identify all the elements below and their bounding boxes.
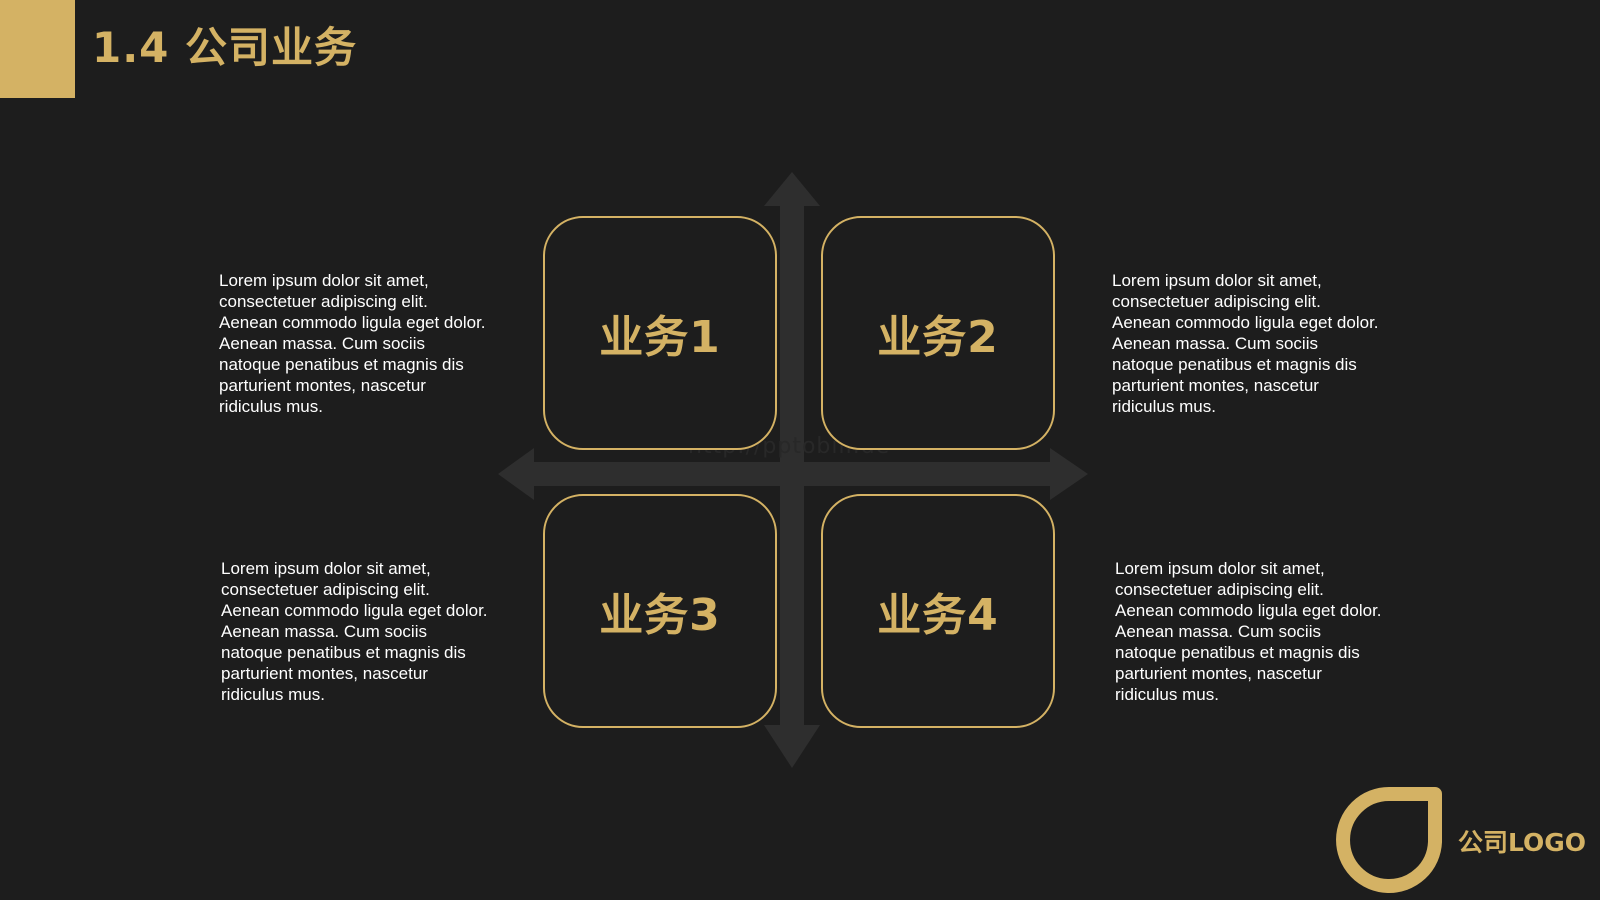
quadrant-axes — [498, 172, 1088, 768]
page-title: 1.4 公司业务 — [92, 23, 358, 72]
horizontal-axis-arrow — [498, 448, 1088, 500]
business-card-4: 业务4 — [821, 494, 1055, 728]
business-4-description: Lorem ipsum dolor sit amet, consectetuer… — [1115, 559, 1382, 704]
business-card-2-label: 业务2 — [877, 312, 999, 363]
business-card-3-label: 业务3 — [599, 590, 721, 641]
business-card-1-label: 业务1 — [599, 312, 721, 363]
title-accent-block — [0, 0, 75, 98]
business-card-3: 业务3 — [543, 494, 777, 728]
business-1-description: Lorem ipsum dolor sit amet, consectetuer… — [219, 271, 486, 416]
business-card-2: 业务2 — [821, 216, 1055, 450]
business-card-4-label: 业务4 — [877, 590, 999, 641]
business-2-description: Lorem ipsum dolor sit amet, consectetuer… — [1112, 271, 1379, 416]
business-3-description: Lorem ipsum dolor sit amet, consectetuer… — [221, 559, 488, 704]
business-card-1: 业务1 — [543, 216, 777, 450]
logo-text: 公司LOGO — [1458, 828, 1587, 857]
logo-drop-icon — [1336, 787, 1442, 893]
